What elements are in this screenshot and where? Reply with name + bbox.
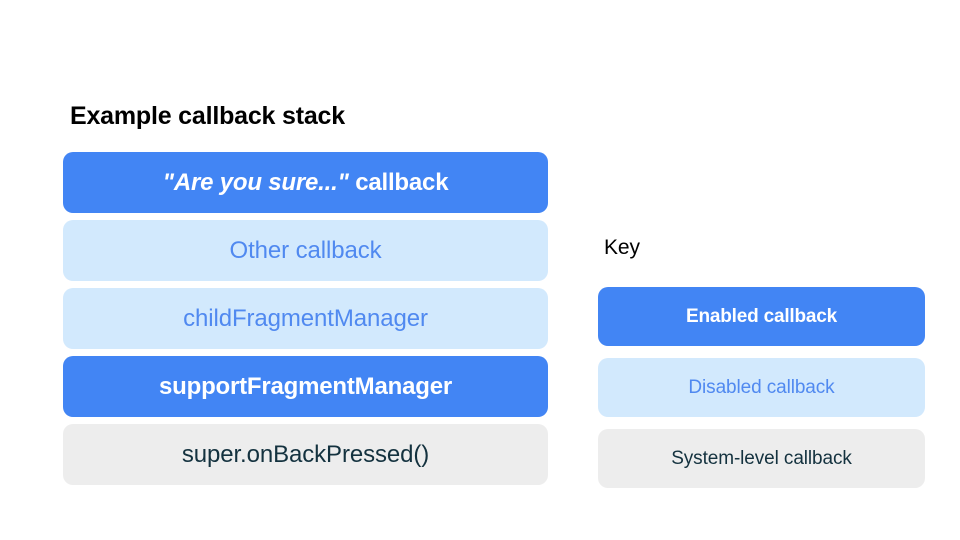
- key-legend-section: Key Enabled callback Disabled callback S…: [598, 235, 925, 488]
- stack-item-label: Other callback: [229, 236, 382, 264]
- key-item-label: Enabled callback: [686, 305, 837, 327]
- stack-item-label: super.onBackPressed(): [181, 440, 430, 468]
- key-item-enabled-callback: Enabled callback: [598, 287, 925, 346]
- callback-stack-section: Example callback stack "Are you sure..."…: [63, 100, 548, 485]
- stack-item-child-fragment-manager[interactable]: childFragmentManager: [63, 288, 548, 349]
- stack-item-label-plain: callback: [348, 168, 449, 196]
- page-title: Example callback stack: [70, 102, 345, 130]
- stack-item-other-callback[interactable]: Other callback: [63, 220, 548, 281]
- key-title: Key: [604, 236, 640, 259]
- stack-item-label-quoted: "Are you sure...": [162, 168, 349, 196]
- key-item-label: System-level callback: [671, 447, 852, 469]
- stack-item-label: childFragmentManager: [183, 304, 428, 332]
- key-item-disabled-callback: Disabled callback: [598, 358, 925, 417]
- stack-item-support-fragment-manager[interactable]: supportFragmentManager: [63, 356, 548, 417]
- stack-item-are-you-sure-callback[interactable]: "Are you sure..." callback: [63, 152, 548, 213]
- stack-item-label: "Are you sure..." callback: [163, 169, 449, 197]
- key-item-system-level-callback: System-level callback: [598, 429, 925, 488]
- stack-item-label: supportFragmentManager: [159, 372, 452, 400]
- key-item-label: Disabled callback: [688, 376, 835, 398]
- stack-item-super-on-back-pressed[interactable]: super.onBackPressed(): [63, 424, 548, 485]
